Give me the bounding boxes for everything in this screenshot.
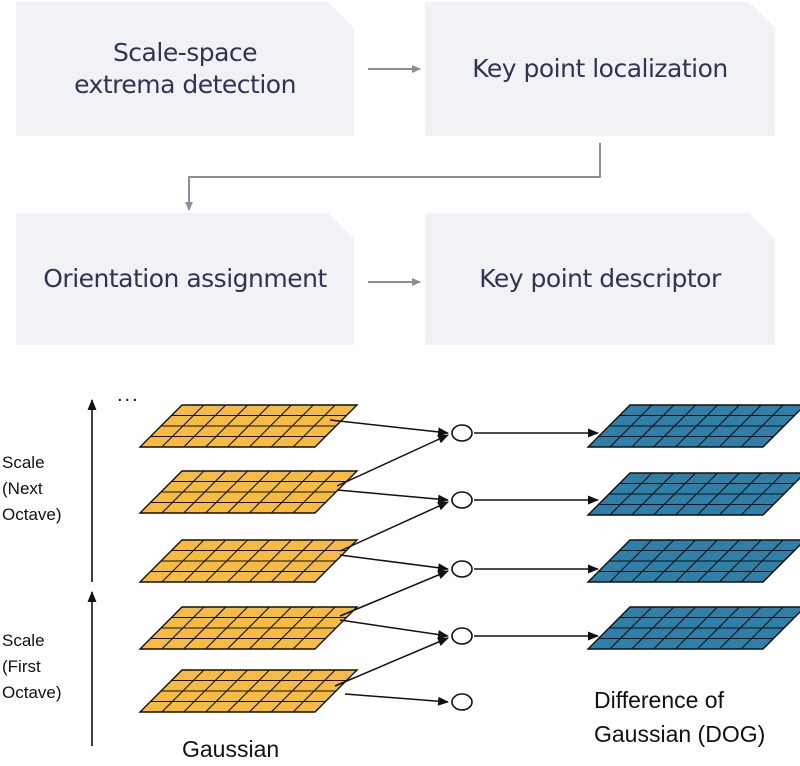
- gaussian-label: Gaussian: [182, 736, 280, 762]
- link-layer-to-node: [339, 619, 449, 639]
- flow-connectors: [185, 65, 601, 286]
- dog-layer-3: [586, 539, 800, 583]
- subtraction-links: [329, 419, 599, 711]
- dog-layer-2: [586, 472, 800, 516]
- link-layer-to-node: [334, 637, 449, 687]
- dog-label: Difference of Gaussian (DOG): [594, 687, 766, 747]
- step-key-point-localization: Key point localization: [425, 2, 775, 136]
- gaussian-layer-5: [138, 669, 359, 713]
- connector-2-to-3: [185, 143, 601, 211]
- scale-next-octave-label: Scale (Next Octave): [2, 453, 62, 524]
- link-layer-to-node: [339, 501, 449, 552]
- link-layer-to-node: [339, 570, 449, 617]
- step-key-point-descriptor: Key point descriptor: [425, 213, 775, 345]
- step-label: Key point localization: [472, 53, 728, 83]
- gaussian-layers: [138, 404, 359, 713]
- link-layer-to-node: [336, 489, 449, 504]
- link-layer-to-node: [344, 693, 449, 706]
- dog-layer-1: [586, 404, 800, 448]
- subtraction-node-4: [451, 627, 473, 645]
- scale-first-octave-label: Scale (First Octave): [2, 631, 62, 702]
- dog-layer-4: [586, 606, 800, 650]
- subtraction-node-2: [451, 491, 473, 509]
- subtraction-node-3: [451, 560, 473, 578]
- gaussian-layer-4: [138, 606, 359, 650]
- gaussian-layer-3: [138, 539, 359, 583]
- link-layer-to-node: [336, 434, 449, 487]
- dog-layers: [586, 404, 800, 650]
- step-label: Key point descriptor: [479, 263, 721, 293]
- link-layer-to-node: [339, 554, 449, 573]
- step-scale-space-extrema-detection: Scale-space extrema detection: [16, 2, 354, 136]
- gaussian-layer-2: [138, 470, 359, 514]
- subtraction-node-1: [451, 424, 473, 442]
- gaussian-layer-1: [138, 404, 359, 448]
- ellipsis: ...: [117, 384, 140, 406]
- step-orientation-assignment: Orientation assignment: [16, 213, 354, 345]
- link-layer-to-node: [329, 419, 449, 437]
- step-label: Scale-space extrema detection: [74, 37, 296, 99]
- subtraction-node-5: [451, 693, 473, 711]
- step-label: Orientation assignment: [43, 263, 327, 293]
